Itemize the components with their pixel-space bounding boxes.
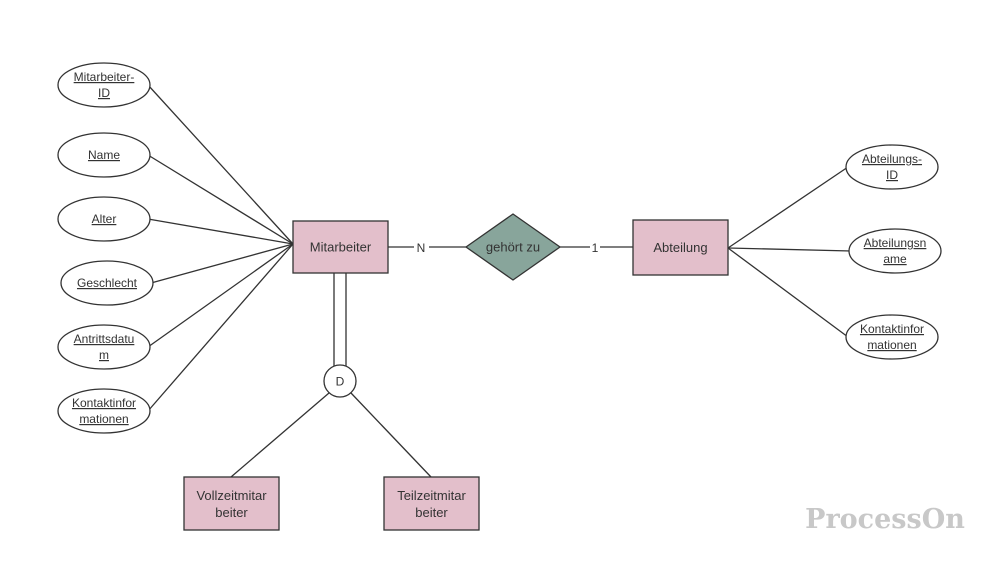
attribute-connector [147,154,294,245]
abteilung-attribute[interactable]: Kontaktinfor mationen [845,314,939,360]
abteilung-attribute[interactable]: Abteilungsn ame [848,228,942,274]
specialization-label: D [336,375,345,389]
entity-abteilung-label: Abteilung [653,240,707,255]
attribute-connector [727,247,852,252]
entity-vollzeit-label-line2: beiter [215,505,248,520]
mitarbeiter-attribute-label: Alter [92,212,117,226]
attribute-connector [147,243,294,412]
mitarbeiter-attribute[interactable]: Mitarbeiter- ID [57,62,151,108]
mitarbeiter-attribute[interactable]: Kontaktinfor mationen [57,388,151,434]
mitarbeiter-attribute[interactable]: Name [57,132,151,178]
processon-watermark: ProcessOn [805,504,965,535]
mitarbeiter-attribute[interactable]: Antrittsdatu m [57,324,151,370]
attribute-connector [147,243,294,348]
subtype-connector [230,392,330,478]
mitarbeiter-attribute-label: Kontaktinfor [72,396,136,410]
cardinality-n: N [417,241,426,255]
mitarbeiter-attribute-label: Name [88,148,120,162]
attribute-connector [147,218,294,245]
mitarbeiter-attribute[interactable]: Geschlecht [60,260,154,306]
entity-teilzeit-label-line1: Teilzeitmitar [397,488,466,503]
mitarbeiter-attribute-label: m [99,348,109,362]
abteilung-attribute-label: ame [883,252,907,266]
abteilung-attribute-label: Kontaktinfor [860,322,924,336]
abteilung-attribute-label: Abteilungs- [862,152,922,166]
entity-vollzeitmitarbeiter[interactable]: Vollzeitmitar beiter [183,476,280,531]
mitarbeiter-attribute-label: Antrittsdatu [74,332,135,346]
entity-mitarbeiter-label: Mitarbeiter [310,240,372,255]
attribute-connector [727,166,849,249]
entity-mitarbeiter[interactable]: Mitarbeiter [292,220,389,274]
entity-teilzeitmitarbeiter[interactable]: Teilzeitmitar beiter [383,476,480,531]
connector-lines [147,84,852,478]
mitarbeiter-attribute-label: mationen [79,412,128,426]
abteilung-attribute-label: Abteilungsn [864,236,927,250]
abteilung-attribute[interactable]: Abteilungs- ID [845,144,939,190]
specialization-disjoint[interactable]: D [323,364,357,398]
abteilung-attribute-label: mationen [867,338,916,352]
subtype-connector [350,392,432,478]
mitarbeiter-attribute-label: ID [98,86,110,100]
mitarbeiter-attributes: Mitarbeiter- ID NameAlterGeschlechtAntritt… [57,62,154,434]
mitarbeiter-attribute-label: Mitarbeiter- [74,70,135,84]
entity-abteilung[interactable]: Abteilung [632,219,729,276]
attribute-connector [727,247,849,338]
entity-teilzeit-label-line2: beiter [415,505,448,520]
abteilung-attribute-label: ID [886,168,898,182]
mitarbeiter-attribute-label: Geschlecht [77,276,138,290]
attribute-connector [147,84,294,245]
relationship-gehoert-zu[interactable]: gehört zu [464,213,562,281]
mitarbeiter-attribute[interactable]: Alter [57,196,151,242]
cardinality-1: 1 [592,241,599,255]
entity-vollzeit-label-line1: Vollzeitmitar [196,488,267,503]
attribute-connector [150,243,294,284]
relationship-label: gehört zu [486,240,540,255]
